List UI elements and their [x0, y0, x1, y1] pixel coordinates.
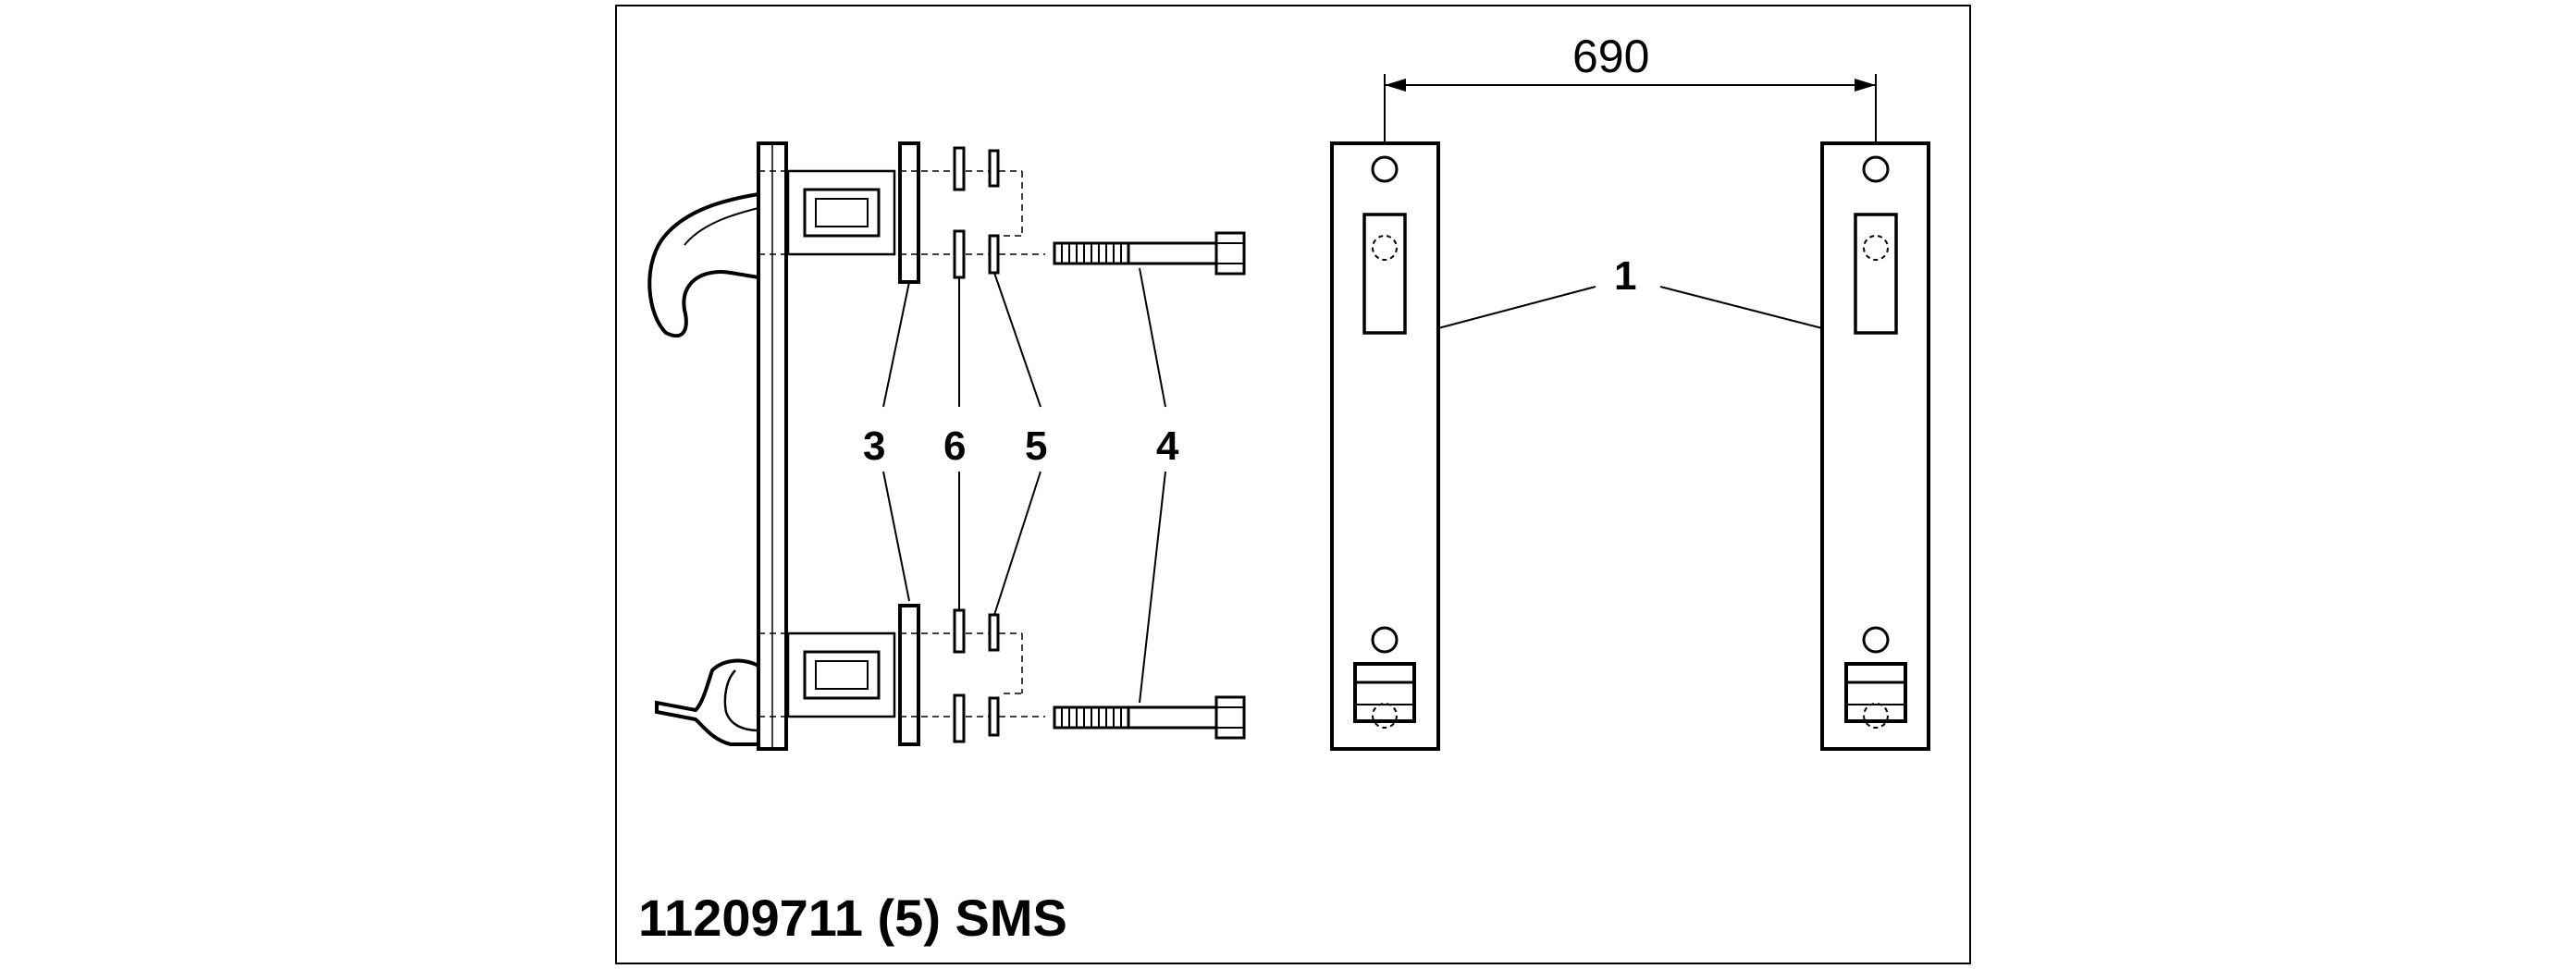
washer-upper-2	[953, 229, 966, 279]
spring-washer-upper-1	[988, 149, 1000, 188]
upper-hook	[647, 191, 760, 338]
washer-lower-2	[953, 693, 966, 743]
dimension-value: 690	[1572, 31, 1649, 82]
bracket-left	[1330, 141, 1440, 751]
spring-washer-lower-1	[988, 613, 1000, 652]
clamp-plate-lower	[898, 604, 920, 746]
callout-4: 4	[1156, 423, 1179, 469]
spring-washer-lower-2	[988, 696, 1000, 737]
front-view: 690 1	[1330, 31, 1930, 751]
bracket-right	[1820, 141, 1930, 751]
drawing-caption: 11209711 (5) SMS	[638, 889, 1067, 947]
callout-1: 1	[1614, 253, 1636, 299]
dimension-arrow-left	[1385, 79, 1406, 92]
callout-3: 3	[863, 423, 885, 469]
washer-lower-1	[953, 608, 966, 654]
bolt-lower	[1053, 695, 1246, 740]
callout-6: 6	[943, 423, 966, 469]
exploded-side-view: 3 6 5 4	[647, 141, 1246, 751]
leader-line-1-right	[1659, 286, 1823, 329]
washer-upper-1	[953, 146, 966, 191]
leader-line-1-left	[1437, 286, 1596, 329]
dimension-arrow-right	[1855, 79, 1876, 92]
spring-washer-upper-2	[988, 234, 1000, 275]
drawing-frame	[615, 5, 1971, 964]
leader-lines-left	[882, 267, 1166, 704]
clamp-plate-upper	[898, 141, 920, 284]
bolt-upper	[1053, 231, 1246, 276]
callout-5: 5	[1025, 423, 1047, 469]
